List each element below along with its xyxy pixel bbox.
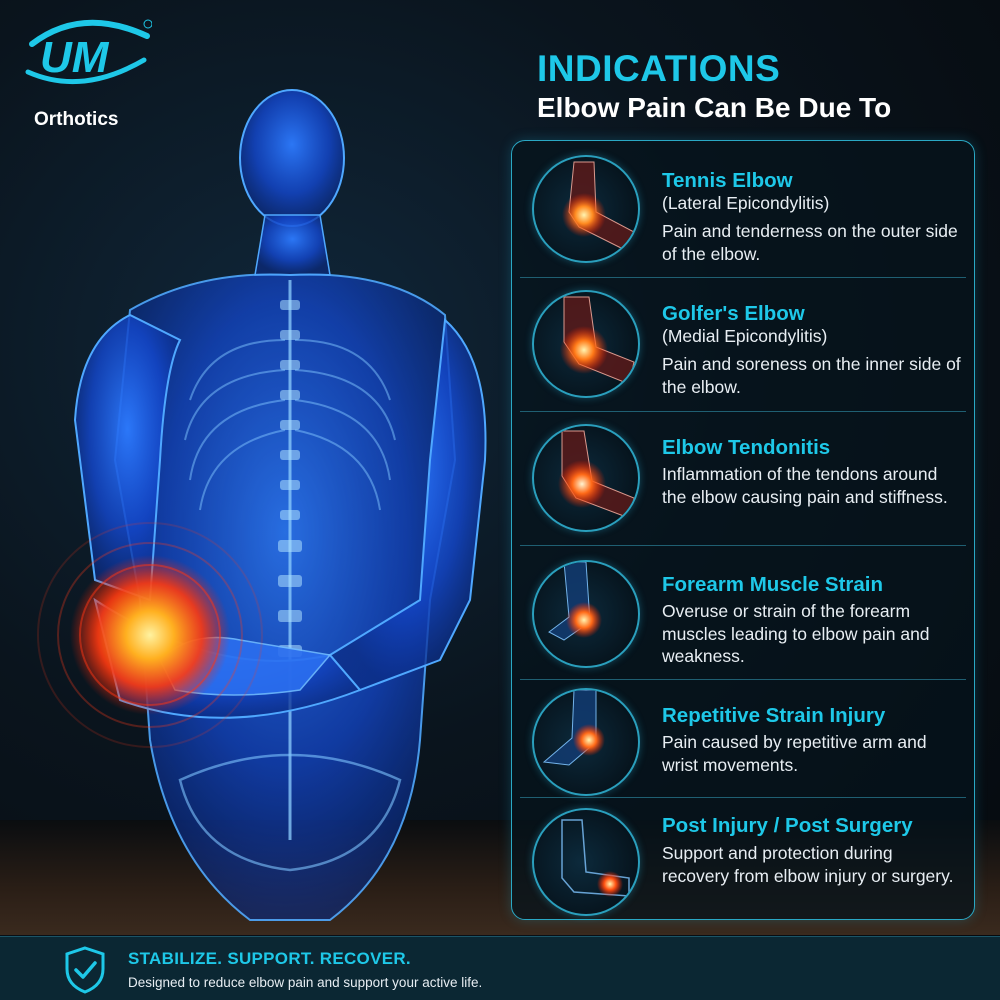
page-subtitle: Elbow Pain Can Be Due To [537,92,892,123]
indication-item-tennis-elbow: Tennis Elbow (Lateral Epicondylitis) Pai… [512,141,974,277]
indication-item-post-injury: Post Injury / Post Surgery Support and p… [512,798,974,918]
indication-description: Pain caused by repetitive arm and wrist … [662,732,927,775]
brand-name: Orthotics [34,109,119,130]
forearm-strain-thumbnail [532,560,640,668]
divider [520,277,966,278]
um-logo-mark: UM [25,19,152,85]
indication-title: Golfer's Elbow [662,302,805,325]
tennis-elbow-thumbnail [532,155,640,263]
registered-mark-icon [143,19,152,29]
golfers-elbow-thumbnail [532,290,640,398]
elbow-pain-glow [70,555,230,715]
brand-logo: UM Orthotics [22,14,162,130]
shield-check-icon [65,946,105,994]
indications-panel: Tennis Elbow (Lateral Epicondylitis) Pai… [511,140,975,920]
divider [520,411,966,412]
elbow-tendonitis-thumbnail [532,424,640,532]
footer-bar: STABILIZE. SUPPORT. RECOVER. Designed to… [0,936,1000,1000]
post-injury-thumbnail [532,808,640,916]
repetitive-strain-thumbnail [532,688,640,796]
footer-tagline: STABILIZE. SUPPORT. RECOVER. [128,949,411,968]
indication-item-forearm-muscle-strain: Forearm Muscle Strain Overuse or strain … [512,546,974,679]
indication-item-repetitive-strain: Repetitive Strain Injury Pain caused by … [512,680,974,798]
divider [520,797,966,798]
indication-description: Overuse or strain of the forearm muscles… [662,601,930,666]
indication-description: Pain and soreness on the inner side of t… [662,354,961,397]
indication-subtitle: (Lateral Epicondylitis) [662,193,830,213]
footer-subtitle: Designed to reduce elbow pain and suppor… [128,975,483,990]
indication-subtitle: (Medial Epicondylitis) [662,326,828,346]
indication-title: Forearm Muscle Strain [662,573,884,596]
page-title: INDICATIONS [537,48,781,89]
divider [520,679,966,680]
indication-title: Post Injury / Post Surgery [662,814,913,837]
logo-letters: UM [40,33,110,82]
anatomy-figure-illustration [37,89,487,921]
divider [520,545,966,546]
indication-title: Tennis Elbow [662,169,793,192]
indication-title: Elbow Tendonitis [662,436,831,459]
indication-title: Repetitive Strain Injury [662,704,886,727]
indication-item-golfers-elbow: Golfer's Elbow (Medial Epicondylitis) Pa… [512,278,974,411]
indication-description: Pain and tenderness on the outer side of… [662,221,958,264]
indication-description: Support and protection during recovery f… [662,843,954,886]
indication-description: Inflammation of the tendons around the e… [662,464,948,507]
indication-item-elbow-tendonitis: Elbow Tendonitis Inflammation of the ten… [512,412,974,545]
